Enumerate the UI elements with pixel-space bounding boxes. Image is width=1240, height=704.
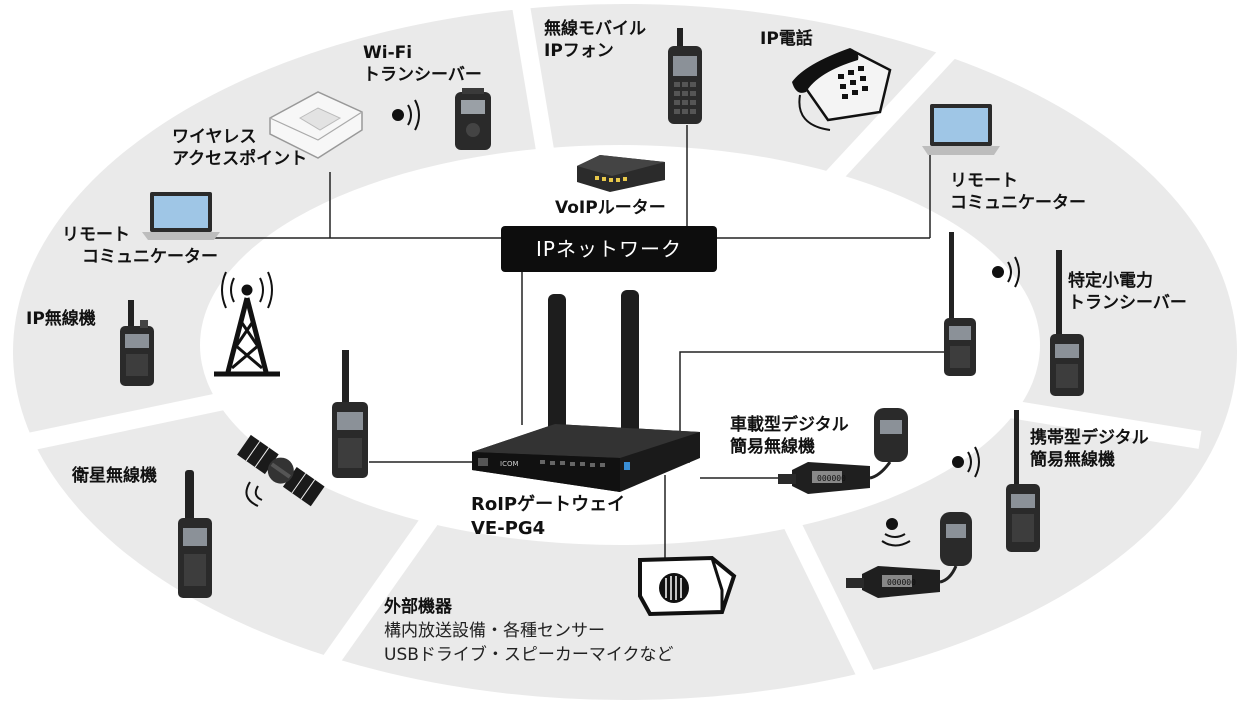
vehicle-digital-line2: 簡易無線機: [730, 437, 815, 457]
handheld-digital-label: 携帯型デジタル 簡易無線機: [1030, 427, 1149, 471]
signal-icon-wifi: [392, 99, 420, 131]
gateway-antenna-icon: [548, 290, 639, 454]
wireless-ap-label: ワイヤレス アクセスポイント: [172, 126, 307, 170]
ip-radio-icon: [120, 300, 154, 386]
access-point-icon: [269, 91, 363, 159]
laptop-icon-left: [142, 192, 220, 240]
satellite-icon: [237, 434, 325, 507]
tokutei-line2: トランシーバー: [1068, 293, 1187, 313]
satellite-radio-label: 衛星無線機: [72, 466, 157, 486]
gateway-label: RoIPゲートウェイ VE-PG4: [471, 493, 625, 541]
handheld-digital-radio-icon: [1006, 410, 1040, 552]
mobile-radio-icon: 000000: [846, 512, 972, 598]
laptop-icon-right: [922, 104, 1000, 155]
tokutei-radio-icon: [1050, 250, 1084, 396]
remote-left-label: リモート コミュニケーター: [62, 224, 218, 268]
signal-icon-mobile: [881, 518, 911, 547]
wireless-ap-line1: ワイヤレス: [172, 127, 257, 147]
mobile-ip-phone-label: 無線モバイル IPフォン: [544, 18, 646, 62]
external-title: 外部機器: [384, 597, 452, 617]
voip-router-label: VoIPルーター: [555, 198, 666, 218]
speaker-icon: [638, 555, 737, 617]
gateway-logo: ICOM: [500, 460, 519, 468]
wifi-transceiver-line2: トランシーバー: [363, 65, 482, 85]
tokutei-line1: 特定小電力: [1068, 271, 1153, 291]
gateway-name: RoIPゲートウェイ: [471, 494, 626, 515]
external-line2: USBドライブ・スピーカーマイクなど: [384, 645, 674, 665]
tokutei-label: 特定小電力 トランシーバー: [1068, 270, 1187, 314]
wifi-transceiver-label: Wi-Fi トランシーバー: [363, 42, 482, 86]
remote-left-line1: リモート: [62, 225, 130, 245]
gateway-device-icon: [472, 424, 700, 492]
external-line1: 構内放送設備・各種センサー: [384, 621, 605, 641]
external-devices-label: 外部機器 構内放送設備・各種センサー USBドライブ・スピーカーマイクなど: [384, 595, 674, 667]
satellite-radio-icon: [178, 470, 212, 598]
remote-right-line2: コミュニケーター: [950, 193, 1086, 213]
mobile-ip-phone-line2: IPフォン: [544, 41, 614, 61]
mobile-ip-phone-line1: 無線モバイル: [544, 19, 646, 39]
signal-icon-handheld: [952, 446, 980, 478]
ip-phone-label: IP電話: [760, 29, 813, 49]
vehicle-radio-handheld-icon: [944, 232, 976, 376]
remote-left-line2: コミュニケーター: [82, 247, 218, 267]
vehicle-digital-line1: 車載型デジタル: [730, 415, 849, 435]
handheld-digital-line2: 簡易無線機: [1030, 450, 1115, 470]
vehicle-radio-icon: 000000: [778, 408, 908, 494]
wireless-ap-line2: アクセスポイント: [172, 149, 308, 169]
mobile-ip-phone-icon: [668, 28, 702, 124]
ip-network-box: IPネットワーク: [501, 226, 717, 272]
vehicle-digital-label: 車載型デジタル 簡易無線機: [730, 414, 849, 458]
signal-icon-tokutei: [992, 256, 1020, 288]
radio-tower-icon: [214, 271, 280, 377]
ip-radio-label: IP無線機: [26, 309, 96, 329]
mobile-radio-display: 000000: [887, 578, 916, 587]
remote-right-line1: リモート: [950, 171, 1018, 191]
gateway-model: VE-PG4: [471, 518, 546, 539]
wifi-transceiver-icon: [455, 88, 491, 150]
ip-phone-icon: [792, 48, 892, 131]
handheld-digital-line1: 携帯型デジタル: [1030, 428, 1149, 448]
digital-radio-icon: [332, 350, 368, 478]
voip-router-icon: [577, 155, 665, 192]
vehicle-radio-display: 000000: [817, 474, 846, 483]
remote-right-label: リモート コミュニケーター: [950, 170, 1086, 214]
wifi-transceiver-line1: Wi-Fi: [363, 43, 413, 63]
